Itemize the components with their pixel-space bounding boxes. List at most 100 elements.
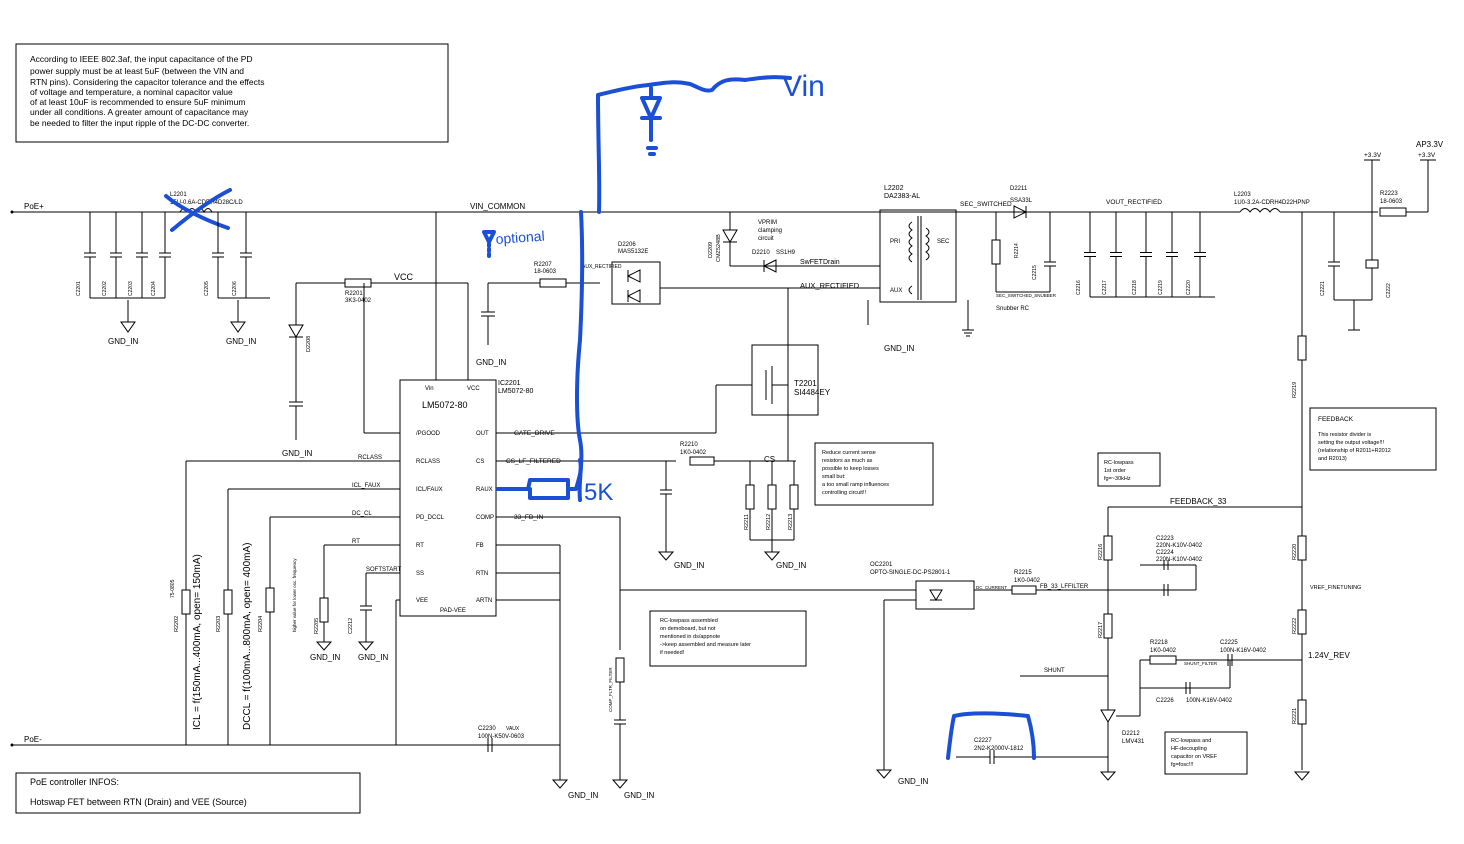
- svg-text:VAUX: VAUX: [506, 726, 520, 732]
- svg-text:RT: RT: [352, 539, 360, 545]
- svg-text:COMP_FLTR_FILTER: COMP_FLTR_FILTER: [608, 667, 613, 712]
- svg-text:possible to keep losses: possible to keep losses: [822, 466, 879, 472]
- ieee-note-line: be needed to filter the input ripple of …: [30, 118, 249, 128]
- capacitor: C2219: [1158, 212, 1178, 297]
- svg-text:SI4484EY: SI4484EY: [794, 388, 831, 397]
- svg-text:2N2-K2000V-1812: 2N2-K2000V-1812: [974, 746, 1024, 752]
- ic-pin-label: ARTN: [476, 598, 492, 604]
- svg-text:SwFETDrain: SwFETDrain: [800, 259, 840, 266]
- net-vin-common: VIN_COMMON: [470, 202, 525, 211]
- svg-text:GND_IN: GND_IN: [776, 561, 806, 570]
- svg-text:CS: CS: [764, 455, 775, 464]
- hand-drawn-5k-resistor: 5K: [496, 458, 613, 506]
- svg-text:18-0603: 18-0603: [534, 269, 557, 275]
- feedback-divider: R2219 FEEDBACK_33 R2220 VREF_FINETUNING …: [1108, 212, 1361, 770]
- svg-text:RC-lowpass: RC-lowpass: [1104, 460, 1134, 466]
- svg-text:SOFTSTART: SOFTSTART: [366, 567, 401, 573]
- svg-text:GND_IN: GND_IN: [358, 653, 388, 662]
- ic-pin-label: VEE: [416, 598, 428, 604]
- secondary-output: SEC_SWITCHED D2211 SSA33L VOUT_RECTIFIED…: [956, 186, 1240, 337]
- svg-text:VOUT_RECTIFIED: VOUT_RECTIFIED: [1106, 199, 1162, 206]
- svg-text:GND_IN: GND_IN: [476, 358, 506, 367]
- svg-text:CMZ5248B: CMZ5248B: [716, 234, 722, 262]
- capacitor-label: C2201: [76, 281, 82, 296]
- svg-text:D2206: D2206: [618, 242, 636, 248]
- capacitor: C2202: [102, 212, 122, 298]
- svg-text:FB_33_LFFILTER: FB_33_LFFILTER: [1040, 584, 1089, 590]
- svg-text:OC2201: OC2201: [870, 562, 893, 568]
- svg-text:100N-K16V-0402: 100N-K16V-0402: [1186, 698, 1233, 704]
- svg-text:R2214: R2214: [1014, 243, 1020, 258]
- ic-pin-label: CS: [476, 459, 484, 465]
- ic-left-nets: RCLASS ICL_FAUX DC_CL RT SOFTSTART: [185, 283, 401, 745]
- svg-text:R2207: R2207: [534, 262, 552, 268]
- svg-text:C2215: C2215: [1032, 265, 1038, 280]
- capacitor: C2203: [128, 212, 148, 298]
- svg-text:IC2201: IC2201: [498, 380, 521, 387]
- hand-drawn-vin-branch: Vin: [596, 70, 825, 214]
- svg-text:RCLASS: RCLASS: [358, 455, 382, 461]
- svg-text:33_FB_IN: 33_FB_IN: [514, 514, 544, 521]
- svg-text:Vin: Vin: [425, 386, 434, 392]
- net-poe-minus: PoE-: [24, 735, 42, 744]
- svg-text:R2203: R2203: [216, 616, 222, 632]
- svg-text:220N-K10V-0402: 220N-K10V-0402: [1156, 543, 1203, 549]
- svg-text:small but:: small but:: [822, 474, 846, 480]
- svg-text:(relationship of R2011+R2012: (relationship of R2011+R2012: [1318, 448, 1391, 454]
- svg-text:GND_IN: GND_IN: [674, 561, 704, 570]
- vcc-net: VCC R2201 3K3-0402: [295, 272, 468, 325]
- svg-text:RC-lowpass and: RC-lowpass and: [1171, 738, 1211, 744]
- ic-pin-label: RTN: [476, 571, 488, 577]
- net-poe-plus: PoE+: [24, 202, 44, 211]
- svg-text:resistors as much as: resistors as much as: [822, 458, 873, 464]
- capacitor-label: C2206: [232, 281, 238, 296]
- svg-text:ICL_FAUX: ICL_FAUX: [352, 483, 380, 489]
- l2203-inductor: L2203 1U0-3.2A-CDRH4D22HPNP: [1234, 192, 1378, 213]
- svg-text:HF-decoupling: HF-decoupling: [1171, 746, 1207, 752]
- svg-text:L2203: L2203: [1234, 192, 1251, 198]
- capacitor: C2217: [1102, 212, 1122, 297]
- svg-text:C2227: C2227: [974, 738, 992, 744]
- svg-text:+3.3V: +3.3V: [1418, 152, 1436, 159]
- caps-c2221-c2222: C2221 C2222: [1320, 212, 1392, 331]
- svg-text:LMV431: LMV431: [1122, 739, 1145, 745]
- resistor-r2205: GND_IN R2205: [310, 597, 340, 662]
- svg-text:1st order: 1st order: [1104, 468, 1126, 474]
- ic-pin-label: PD_DCCL: [416, 515, 445, 521]
- svg-text:VCC: VCC: [394, 272, 414, 282]
- comp-filter: GND_IN COMP_FLTR_FILTER: [608, 657, 654, 800]
- cap-c2227: C2227 2N2-K2000V-1812: [956, 738, 1108, 764]
- svg-text:D2208: D2208: [306, 336, 312, 352]
- svg-text:AUX_RECTIFIED: AUX_RECTIFIED: [582, 264, 622, 270]
- rc-lowpass-demo-note: RC-lowpass assembled on demoboard, but n…: [649, 610, 807, 667]
- svg-text:R2215: R2215: [1014, 570, 1032, 576]
- svg-text:FEEDBACK_33: FEEDBACK_33: [1170, 497, 1227, 506]
- poe-plus-rail: PoE+ VIN_COMMON: [10, 202, 1032, 214]
- svg-text:D2212: D2212: [1122, 731, 1140, 737]
- capacitor-label: C2205: [204, 281, 210, 296]
- ic-pin-label: SS: [416, 571, 424, 577]
- svg-text:R2211: R2211: [744, 514, 750, 530]
- shunt-regulator: R2216 R2217 D2212 LMV431 R2218 1K0-0402 …: [1020, 507, 1311, 781]
- capacitor-label: C2218: [1132, 280, 1138, 295]
- capacitor-label: C2220: [1186, 280, 1192, 295]
- svg-text:R2219: R2219: [1292, 382, 1298, 398]
- svg-text:C2224: C2224: [1156, 550, 1174, 556]
- handwritten-vin: Vin: [782, 70, 825, 103]
- svg-text:FEEDBACK: FEEDBACK: [1318, 416, 1354, 423]
- ic-pin-label: RAUX: [476, 487, 493, 493]
- ieee-note-line: power supply must be at least 5uF (betwe…: [30, 66, 244, 76]
- svg-text:C2223: C2223: [1156, 536, 1174, 542]
- svg-text:LM5072-80: LM5072-80: [422, 400, 468, 410]
- transformer-l2202: L2202 DA2383-AL PRI SEC AUX GND_IN: [867, 185, 957, 353]
- svg-text:R2217: R2217: [1098, 622, 1104, 638]
- svg-text:R2222: R2222: [1292, 618, 1298, 634]
- svg-text:R2201: R2201: [345, 291, 363, 297]
- ic-right-nets: GATE_DRIVE CS_LF_FILTERED R2210 1K0-0402…: [496, 384, 796, 800]
- current-sense-note: Reduce current sense resistors as much a…: [814, 442, 934, 506]
- svg-text:a too small ramp influences: a too small ramp influences: [822, 482, 889, 488]
- svg-text:R2216: R2216: [1098, 544, 1104, 560]
- svg-text:on demoboard, but not: on demoboard, but not: [660, 626, 716, 632]
- svg-text:if needed!: if needed!: [660, 650, 685, 656]
